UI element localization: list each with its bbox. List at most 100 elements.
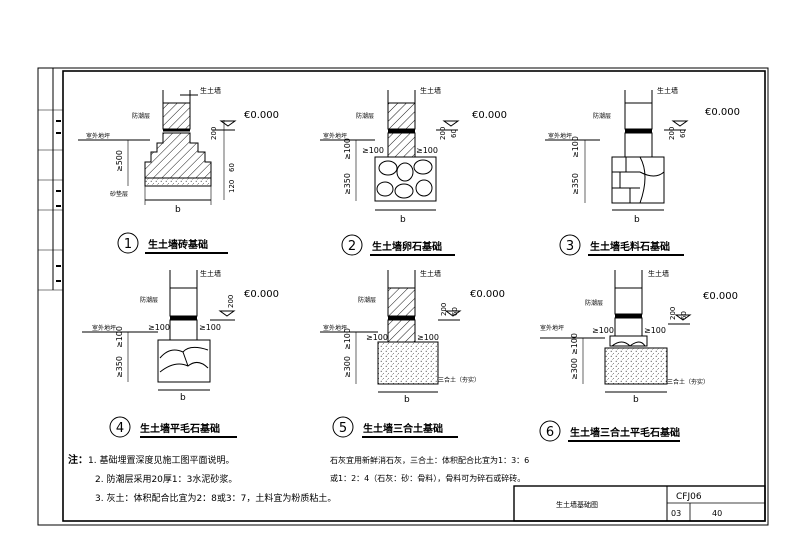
title-block: 生土墙基础图 CFJ06 03 40 xyxy=(513,485,766,522)
detail-2-ge100-left: ≥100 xyxy=(362,146,384,155)
detail-5-dim-100: ≥100 xyxy=(343,328,352,350)
detail-3-dim-200: 200 xyxy=(668,127,676,140)
detail-5-dim-200: 200 xyxy=(440,303,448,316)
detail-4-dpc: 防潮层 xyxy=(140,296,158,304)
detail-1-sand-label: 砂垫层 xyxy=(110,190,128,198)
detail-4-wall-label: 生土墙 xyxy=(200,269,221,278)
notes: 注： 1. 基础埋置深度见施工图平面说明。 2. 防潮层采用20厚1：3水泥砂浆… xyxy=(68,453,529,504)
detail-6-b: b xyxy=(633,395,639,405)
detail-4-depth: ≥350 xyxy=(115,356,124,378)
detail-1-dim-60: 60 xyxy=(228,163,236,172)
detail-6-dpc: 防潮层 xyxy=(585,299,603,307)
detail-1-number-circle xyxy=(117,232,139,254)
detail-2-number: 2 xyxy=(348,239,356,254)
detail-3: 生土墙 €0.000 防潮层 室外地坪 ≥350 ≥100 200 60 b 3… xyxy=(545,86,740,256)
detail-3-wall-label: 生土墙 xyxy=(657,86,678,95)
detail-2-dim-100: ≥100 xyxy=(343,138,352,160)
note-2: 2. 防潮层采用20厚1：3水泥砂浆。 xyxy=(95,473,237,485)
detail-6-depth: ≥300 xyxy=(570,358,579,380)
detail-6-ge100-right: ≥100 xyxy=(644,326,666,335)
detail-6-lime-label: 三合土（夯实） xyxy=(667,378,709,386)
detail-4-ge100-left: ≥100 xyxy=(148,323,170,332)
note-right-2: 或1：2：4（石灰：砂：骨料），骨料可为碎石或碎砖。 xyxy=(330,473,525,483)
detail-1-outdoor: 室外地坪 xyxy=(86,132,110,140)
detail-6-outdoor: 室外地坪 xyxy=(540,324,564,332)
detail-4-dim-100: ≥100 xyxy=(115,326,124,348)
detail-2-number-circle xyxy=(341,234,363,256)
detail-3-caption: 生土墙毛料石基础 xyxy=(590,240,670,253)
detail-3-elev: €0.000 xyxy=(705,107,740,118)
detail-2: 生土墙 €0.000 防潮层 室外地坪 ≥100 ≥100 ≥350 ≥100 … xyxy=(320,86,507,256)
detail-5-ge100-left: ≥100 xyxy=(366,333,388,342)
detail-5-dim-60: 60 xyxy=(451,307,459,316)
detail-3-number-circle xyxy=(559,234,581,256)
drawing-frame xyxy=(62,70,766,522)
detail-1-elev: €0.000 xyxy=(244,110,279,121)
detail-5-dpc: 防潮层 xyxy=(358,296,376,304)
detail-2-ge100-right: ≥100 xyxy=(416,146,438,155)
note-1: 1. 基础埋置深度见施工图平面说明。 xyxy=(88,454,234,466)
detail-3-dim-100: ≥100 xyxy=(571,136,580,158)
notes-prefix: 注： xyxy=(68,453,88,466)
detail-2-dpc: 防潮层 xyxy=(356,112,374,120)
detail-5-b: b xyxy=(404,395,410,405)
detail-2-dim-60: 60 xyxy=(450,129,458,138)
detail-1: 生土墙 €0.000 防潮层 室外地坪 ≥500 60 120 200 砂垫层 … xyxy=(78,86,279,254)
detail-6-elev: €0.000 xyxy=(703,291,738,302)
note-3: 3. 灰土：体积配合比宜为2：8或3：7，土料宜为粉质粘土。 xyxy=(95,492,336,504)
detail-6-ge100-left: ≥100 xyxy=(592,326,614,335)
detail-6-number: 6 xyxy=(546,425,554,440)
title-block-drawing-code: CFJ06 xyxy=(676,492,702,502)
detail-5-outdoor: 室外地坪 xyxy=(323,324,347,332)
detail-5-ge100-right: ≥100 xyxy=(417,333,439,342)
detail-6: 生土墙 €0.000 防潮层 室外地坪 ≥100 ≥100 ≥300 ≥100 … xyxy=(539,269,738,442)
detail-6-number-circle xyxy=(539,420,561,442)
detail-5-elev: €0.000 xyxy=(470,289,505,300)
detail-5-wall-label: 生土墙 xyxy=(420,269,441,278)
detail-4-ge100-right: ≥100 xyxy=(199,323,221,332)
detail-3-b: b xyxy=(634,215,640,225)
detail-3-depth: ≥350 xyxy=(571,173,580,195)
detail-2-depth: ≥350 xyxy=(343,173,352,195)
detail-1-dim-200: 200 xyxy=(210,127,218,140)
detail-1-caption: 生土墙砖基础 xyxy=(148,238,208,251)
detail-2-wall-label: 生土墙 xyxy=(420,86,441,95)
detail-6-caption: 生土墙三合土平毛石基础 xyxy=(570,426,680,439)
detail-2-b: b xyxy=(400,215,406,225)
detail-2-dim-200: 200 xyxy=(439,127,447,140)
detail-1-depth: ≥500 xyxy=(115,150,124,172)
detail-3-dim-60: 60 xyxy=(679,129,687,138)
binding-strip xyxy=(37,68,63,291)
detail-5-lime-label: 三合土（夯实） xyxy=(438,376,480,384)
detail-1-wall-label: 生土墙 xyxy=(200,86,221,95)
detail-4-caption: 生土墙平毛石基础 xyxy=(140,422,220,435)
detail-2-caption: 生土墙卵石基础 xyxy=(372,240,442,253)
title-block-drawing-title: 生土墙基础图 xyxy=(556,500,598,509)
detail-1-dim-120: 120 xyxy=(228,180,236,193)
detail-5-number-circle xyxy=(332,416,354,438)
detail-4-number: 4 xyxy=(116,421,124,436)
detail-6-wall-label: 生土墙 xyxy=(648,269,669,278)
detail-1-number: 1 xyxy=(124,237,132,252)
detail-5-depth: ≥300 xyxy=(343,356,352,378)
detail-3-number: 3 xyxy=(566,239,574,254)
detail-4-outdoor: 室外地坪 xyxy=(92,324,116,332)
detail-6-dim-60: 60 xyxy=(680,311,688,320)
outer-border xyxy=(37,67,769,526)
detail-6-dim-100: ≥100 xyxy=(570,333,579,355)
detail-4-elev: €0.000 xyxy=(244,289,279,300)
detail-6-dim-200: 200 xyxy=(669,307,677,320)
note-right-1: 石灰宜用新鲜消石灰，三合土：体积配合比宜为1：3：6 xyxy=(330,455,529,465)
title-block-sheet-right: 40 xyxy=(712,509,722,518)
detail-4-b: b xyxy=(180,393,186,403)
detail-3-dpc: 防潮层 xyxy=(593,112,611,120)
detail-4-number-circle xyxy=(109,416,131,438)
detail-4-dim-200: 200 xyxy=(227,295,235,308)
detail-1-b: b xyxy=(175,205,181,215)
detail-2-outdoor: 室外地坪 xyxy=(323,132,347,140)
detail-5-number: 5 xyxy=(339,421,347,436)
title-block-sheet-left: 03 xyxy=(671,509,681,518)
detail-3-outdoor: 室外地坪 xyxy=(548,132,572,140)
detail-5-caption: 生土墙三合土基础 xyxy=(363,422,443,435)
